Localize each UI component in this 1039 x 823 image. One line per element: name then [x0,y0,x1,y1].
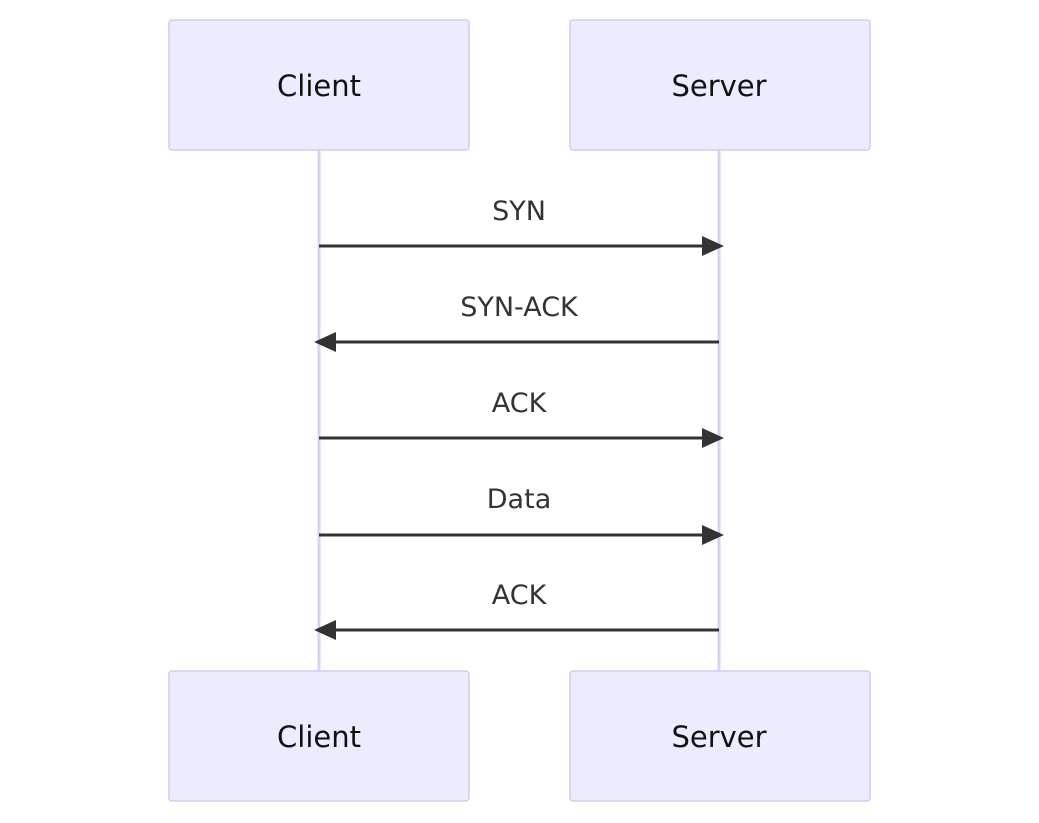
server-actor-bottom: Server [569,670,871,802]
message-ack-2-label: ACK [492,580,548,611]
message-data-arrowhead [702,525,724,545]
client-actor-bottom: Client [168,670,470,802]
client-actor-top-box [168,19,470,151]
message-syn-ack: SYN-ACK [314,292,719,352]
message-ack-2: ACK [314,580,719,640]
message-syn-ack-label: SYN-ACK [460,292,579,323]
message-ack-1-arrowhead [702,428,724,448]
message-syn: SYN [319,196,724,256]
server-actor-top-box [569,19,871,151]
message-ack-1-label: ACK [492,388,548,419]
message-data-label: Data [487,484,551,515]
client-actor-bottom-box [168,670,470,802]
server-actor-bottom-box [569,670,871,802]
message-data: Data [319,484,724,545]
server-actor-top-label: Server [671,69,766,103]
message-syn-label: SYN [492,196,546,227]
client-actor-top-label: Client [277,69,361,103]
server-actor-bottom-label: Server [671,720,766,754]
message-ack-1: ACK [319,388,724,448]
server-actor-top: Server [569,19,871,151]
message-ack-2-arrowhead [314,620,336,640]
client-actor-bottom-label: Client [277,720,361,754]
message-syn-arrowhead [702,236,724,256]
message-syn-ack-arrowhead [314,332,336,352]
client-actor-top: Client [168,19,470,151]
